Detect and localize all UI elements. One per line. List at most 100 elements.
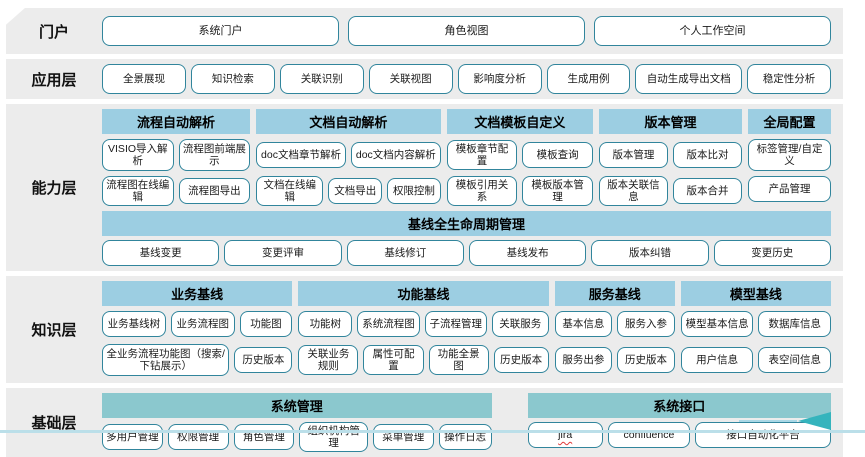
module-box-version-relation-info: 版本关联信息 bbox=[598, 176, 668, 207]
module-box-related-services: 关联服务 bbox=[491, 311, 549, 338]
module-box-flowchart-online-edit: 流程图在线编辑 bbox=[102, 176, 174, 207]
module-box-system-portal: 系统门户 bbox=[102, 16, 339, 46]
layer-band-capability: 能力层 流程自动解析 VISIO导入解析 流程图前端展示 流程图在线编辑 流程图… bbox=[6, 104, 843, 272]
module-box-multiuser-mgmt: 多用户管理 bbox=[102, 424, 163, 451]
module-box-system-flowchart: 系统流程图 bbox=[357, 311, 420, 338]
group-header-function-baseline: 功能基线 bbox=[298, 281, 549, 307]
module-box-menu-mgmt: 菜单管理 bbox=[372, 424, 434, 451]
module-box-related-business-rules: 关联业务规则 bbox=[298, 345, 359, 376]
module-box-template-version-mgmt: 模板版本管理 bbox=[522, 176, 593, 207]
group-header-doc-template: 文档模板自定义 bbox=[446, 109, 593, 134]
corner-cut-decoration bbox=[0, 0, 34, 30]
module-box-version-mgmt: 版本管理 bbox=[598, 142, 668, 168]
module-box-template-reference: 模板引用关系 bbox=[446, 176, 518, 207]
module-box-service-output-params: 服务出参 bbox=[554, 347, 613, 374]
layer-label-application: 应用层 bbox=[31, 71, 77, 89]
module-box-history-version-function: 历史版本 bbox=[493, 347, 549, 374]
module-box-change-review: 变更评审 bbox=[224, 240, 342, 267]
knowledge-group-function-baseline: 功能基线 功能树 系统流程图 子流程管理 关联服务 关联业务规则 属性可配置 功… bbox=[298, 281, 549, 378]
module-box-operation-log: 操作日志 bbox=[438, 424, 492, 451]
architecture-diagram: 门户 系统门户 角色视图 个人工作空间 应用层 全景展现 知识检索 关联识别 关… bbox=[6, 8, 843, 457]
group-header-process-parse: 流程自动解析 bbox=[102, 109, 251, 134]
module-box-basic-info: 基本信息 bbox=[554, 311, 613, 338]
bottom-edge-line bbox=[0, 430, 865, 433]
module-box-personal-workspace: 个人工作空间 bbox=[594, 16, 831, 46]
layer-band-foundation: 基础层 系统管理 多用户管理 权限管理 角色管理 组织机构管理 菜单管理 操作日… bbox=[6, 388, 843, 457]
module-box-template-chapter-config: 模板章节配置 bbox=[446, 139, 518, 171]
module-box-baseline-revise: 基线修订 bbox=[346, 240, 464, 267]
module-box-impact-analysis: 影响度分析 bbox=[457, 64, 542, 94]
capability-group-doc-parse: 文档自动解析 doc文档章节解析 doc文档内容解析 文档在线编辑 文档导出 权… bbox=[256, 109, 441, 207]
group-header-version-mgmt: 版本管理 bbox=[598, 109, 743, 134]
module-box-version-merge: 版本合并 bbox=[672, 178, 743, 205]
layer-label-foundation: 基础层 bbox=[31, 415, 77, 433]
capability-group-version-mgmt: 版本管理 版本管理 版本比对 版本关联信息 版本合并 bbox=[598, 109, 743, 207]
foundation-group-system-interface: 系统接口 jira confluence 接口自动化平台 bbox=[527, 393, 831, 452]
foundation-group-system-mgmt: 系统管理 多用户管理 权限管理 角色管理 组织机构管理 菜单管理 操作日志 bbox=[102, 393, 492, 453]
module-box-org-structure-mgmt: 组织机构管理 bbox=[299, 422, 368, 453]
module-box-permission-mgmt: 权限管理 bbox=[167, 424, 229, 451]
knowledge-group-model-baseline: 模型基线 模型基本信息 数据库信息 用户信息 表空间信息 bbox=[680, 281, 832, 378]
module-box-generate-usecase: 生成用例 bbox=[546, 64, 631, 94]
layer-label-capability: 能力层 bbox=[31, 180, 77, 198]
layer-label-portal: 门户 bbox=[38, 23, 69, 41]
module-box-baseline-publish: 基线发布 bbox=[468, 240, 587, 267]
module-box-change-history: 变更历史 bbox=[713, 240, 831, 267]
module-box-doc-content-parse: doc文档内容解析 bbox=[350, 142, 441, 168]
layer-band-portal: 门户 系统门户 角色视图 个人工作空间 bbox=[6, 8, 843, 54]
module-box-function-panorama: 功能全景图 bbox=[428, 345, 489, 376]
module-box-relation-view: 关联视图 bbox=[368, 64, 453, 94]
module-box-tag-mgmt-custom: 标签管理/自定义 bbox=[748, 139, 831, 171]
module-box-business-flowchart: 业务流程图 bbox=[170, 311, 235, 338]
module-box-subprocess-mgmt: 子流程管理 bbox=[424, 311, 487, 338]
module-box-configurable-attributes: 属性可配置 bbox=[363, 345, 424, 376]
module-box-version-correction: 版本纠错 bbox=[591, 240, 709, 267]
group-header-system-interface: 系统接口 bbox=[527, 393, 831, 419]
capability-group-process-parse: 流程自动解析 VISIO导入解析 流程图前端展示 流程图在线编辑 流程图导出 bbox=[102, 109, 251, 207]
capability-group-global-config: 全局配置 标签管理/自定义 产品管理 bbox=[748, 109, 831, 206]
module-box-confluence: confluence bbox=[607, 422, 690, 449]
module-box-database-info: 数据库信息 bbox=[758, 311, 832, 338]
module-box-doc-export: 文档导出 bbox=[328, 178, 383, 205]
module-box-full-business-flow-map: 全业务流程功能图（搜索/下钻展示） bbox=[102, 344, 230, 377]
layer-band-application: 应用层 全景展现 知识检索 关联识别 关联视图 影响度分析 生成用例 自动生成导… bbox=[6, 59, 843, 99]
left-arrow-icon bbox=[798, 412, 831, 430]
module-box-product-mgmt: 产品管理 bbox=[748, 176, 831, 202]
module-box-service-input-params: 服务入参 bbox=[617, 311, 675, 338]
module-box-panorama: 全景展现 bbox=[102, 64, 186, 94]
capability-group-doc-template: 文档模板自定义 模板章节配置 模板查询 模板引用关系 模板版本管理 bbox=[446, 109, 593, 207]
layer-band-knowledge: 知识层 业务基线 业务基线树 业务流程图 功能图 全业务流程功能图（搜索/下钻展… bbox=[6, 276, 843, 384]
module-box-permission-control: 权限控制 bbox=[387, 178, 441, 205]
arrow-tail-line bbox=[739, 420, 797, 422]
module-box-function-diagram: 功能图 bbox=[239, 311, 293, 338]
group-header-baseline-lifecycle: 基线全生命周期管理 bbox=[102, 211, 831, 237]
module-box-model-basic-info: 模型基本信息 bbox=[680, 311, 754, 338]
module-box-flowchart-front-display: 流程图前端展示 bbox=[178, 139, 251, 171]
module-box-doc-chapter-parse: doc文档章节解析 bbox=[256, 142, 346, 168]
module-box-relation-identify: 关联识别 bbox=[279, 64, 364, 94]
module-box-tablespace-info: 表空间信息 bbox=[758, 347, 832, 374]
module-box-template-query: 模板查询 bbox=[522, 142, 593, 168]
group-header-model-baseline: 模型基线 bbox=[680, 281, 832, 307]
group-header-business-baseline: 业务基线 bbox=[102, 281, 293, 307]
module-box-function-tree: 功能树 bbox=[298, 311, 353, 338]
layer-label-knowledge: 知识层 bbox=[31, 322, 77, 340]
module-box-history-version-service: 历史版本 bbox=[617, 347, 675, 374]
knowledge-group-service-baseline: 服务基线 基本信息 服务入参 服务出参 历史版本 bbox=[554, 281, 675, 378]
knowledge-group-business-baseline: 业务基线 业务基线树 业务流程图 功能图 全业务流程功能图（搜索/下钻展示） 历… bbox=[102, 281, 293, 378]
group-header-system-mgmt: 系统管理 bbox=[102, 393, 492, 419]
group-header-global-config: 全局配置 bbox=[748, 109, 831, 134]
module-box-doc-online-edit: 文档在线编辑 bbox=[256, 176, 324, 207]
module-box-visio-import: VISIO导入解析 bbox=[102, 139, 174, 171]
module-box-history-version-business: 历史版本 bbox=[234, 347, 293, 374]
module-box-knowledge-search: 知识检索 bbox=[190, 64, 275, 94]
module-box-business-baseline-tree: 业务基线树 bbox=[102, 311, 166, 338]
group-header-doc-parse: 文档自动解析 bbox=[256, 109, 441, 134]
module-box-stability-analysis: 稳定性分析 bbox=[747, 64, 832, 94]
module-box-role-view: 角色视图 bbox=[348, 16, 585, 46]
module-box-auto-export-doc: 自动生成导出文档 bbox=[635, 64, 743, 94]
module-box-version-compare: 版本比对 bbox=[672, 142, 743, 168]
module-box-flowchart-export: 流程图导出 bbox=[178, 178, 251, 205]
module-box-role-mgmt: 角色管理 bbox=[233, 424, 295, 451]
module-box-user-info: 用户信息 bbox=[680, 347, 754, 374]
